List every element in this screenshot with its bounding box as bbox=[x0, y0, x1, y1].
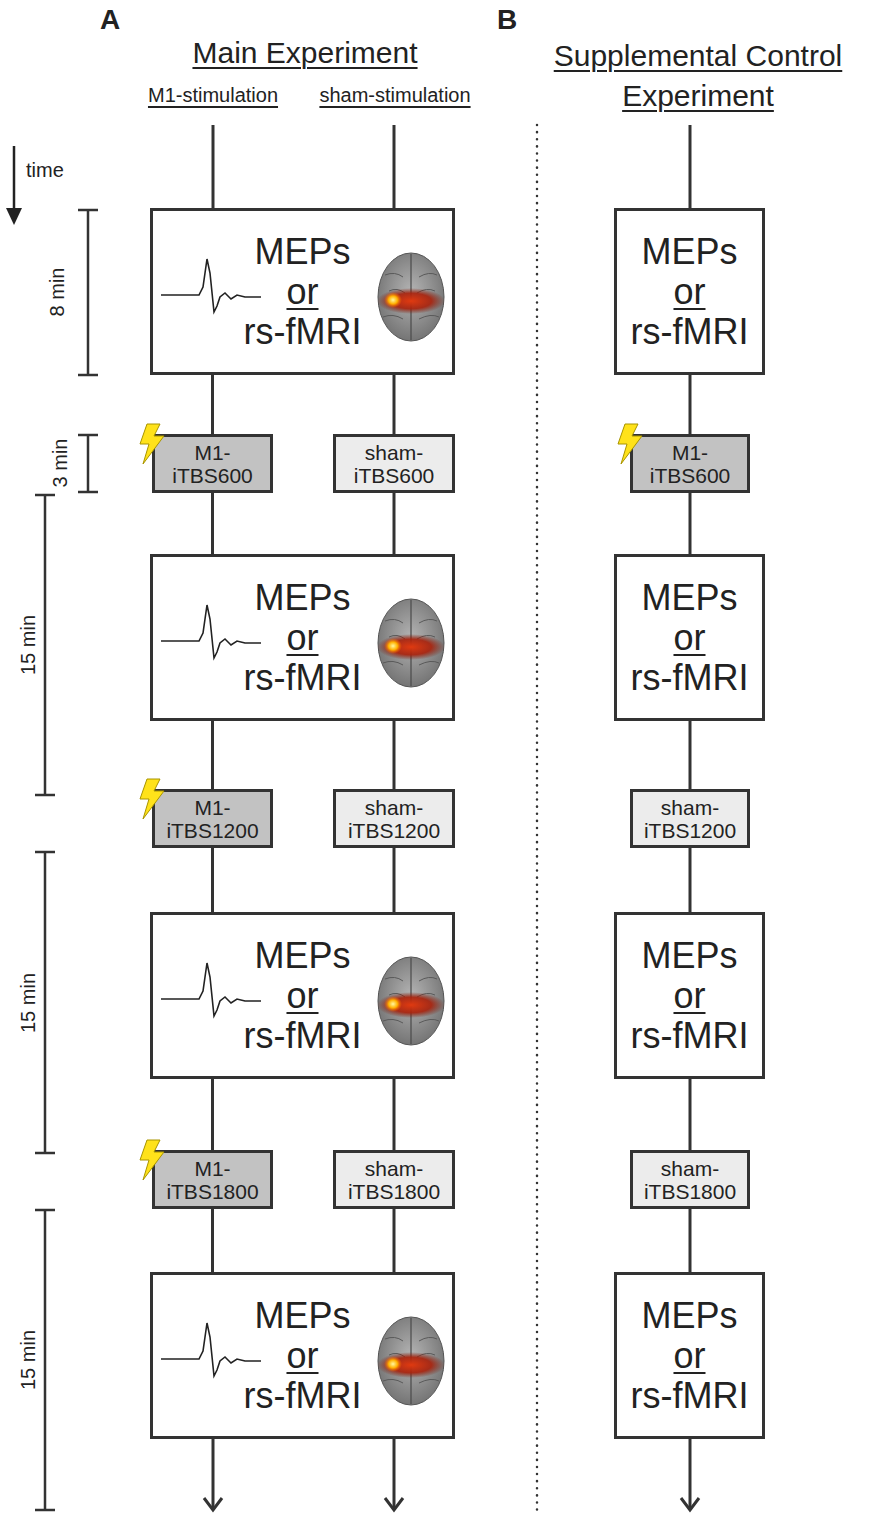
box-text: sham- iTBS1800 bbox=[348, 1157, 440, 1203]
timeline-connector bbox=[394, 721, 395, 789]
duration-label: 3 min bbox=[49, 439, 72, 488]
box-text: MEPs bbox=[641, 578, 737, 618]
stimulation-box: M1- iTBS600 bbox=[630, 434, 750, 493]
box-text: MEPs bbox=[641, 936, 737, 976]
box-text: rs-fMRI bbox=[631, 658, 749, 698]
stimulation-box: M1- iTBS600 bbox=[152, 434, 273, 493]
box-text: MEPs bbox=[254, 232, 350, 272]
timeline-end bbox=[393, 1438, 396, 1510]
timeline-connector bbox=[394, 375, 395, 434]
arrow-head bbox=[204, 1498, 222, 1510]
panel-label: A bbox=[100, 4, 120, 36]
timeline-start bbox=[212, 125, 215, 208]
duration-label: 15 min bbox=[17, 973, 40, 1033]
timeline-connector bbox=[212, 848, 213, 912]
arrow-head bbox=[681, 1498, 699, 1510]
box-text: MEPs bbox=[641, 232, 737, 272]
lightning-bolt bbox=[138, 778, 166, 820]
box-text: or bbox=[673, 618, 705, 658]
measurement-box: MEPsorrs-fMRI bbox=[614, 554, 765, 721]
box-text: rs-fMRI bbox=[244, 312, 362, 352]
timeline-connector bbox=[690, 848, 691, 912]
time-arrow-head bbox=[6, 208, 22, 225]
duration-label: 15 min bbox=[17, 615, 40, 675]
box-text: rs-fMRI bbox=[244, 1376, 362, 1416]
box-text: sham- iTBS1200 bbox=[644, 796, 736, 842]
column-heading: Supplemental Control Experiment bbox=[528, 36, 868, 116]
box-text: M1- iTBS600 bbox=[650, 441, 731, 487]
timeline-connector bbox=[690, 1079, 691, 1150]
timeline-connector bbox=[212, 493, 213, 554]
box-text: rs-fMRI bbox=[631, 1016, 749, 1056]
box-text: MEPs bbox=[641, 1296, 737, 1336]
box-text: or bbox=[673, 272, 705, 312]
box-text: M1- iTBS1200 bbox=[166, 796, 258, 842]
time-arrow bbox=[13, 146, 16, 212]
box-text: rs-fMRI bbox=[631, 312, 749, 352]
box-text: M1- iTBS1800 bbox=[166, 1157, 258, 1203]
timeline-end bbox=[212, 1438, 215, 1510]
column-heading: M1-stimulation bbox=[148, 84, 278, 107]
timeline-connector bbox=[212, 375, 213, 434]
divider-dotted bbox=[536, 125, 539, 1510]
box-text: rs-fMRI bbox=[244, 1016, 362, 1056]
measurement-box: MEPsorrs-fMRI bbox=[150, 208, 455, 375]
timeline-start bbox=[393, 125, 396, 208]
timeline-connector bbox=[394, 1209, 395, 1272]
measurement-box: MEPsorrs-fMRI bbox=[150, 1272, 455, 1439]
timeline-connector bbox=[690, 493, 691, 554]
timeline-connector bbox=[212, 1209, 213, 1272]
box-text: or bbox=[286, 272, 318, 312]
timeline-connector bbox=[212, 721, 213, 789]
column-heading: Main Experiment bbox=[192, 36, 417, 70]
measurement-box: MEPsorrs-fMRI bbox=[614, 1272, 765, 1439]
sham-box: sham- iTBS1800 bbox=[333, 1150, 455, 1209]
sham-box: sham- iTBS1200 bbox=[630, 789, 750, 848]
duration-label: 15 min bbox=[17, 1330, 40, 1390]
box-text: M1- iTBS600 bbox=[172, 441, 253, 487]
timeline-connector bbox=[690, 1209, 691, 1272]
box-text: MEPs bbox=[254, 578, 350, 618]
stimulation-box: M1- iTBS1800 bbox=[152, 1150, 273, 1209]
box-text: or bbox=[286, 618, 318, 658]
timeline-connector bbox=[690, 375, 691, 434]
box-text: or bbox=[673, 976, 705, 1016]
sham-box: sham- iTBS1800 bbox=[630, 1150, 750, 1209]
timeline-connector bbox=[690, 721, 691, 789]
lightning-bolt bbox=[138, 423, 166, 465]
timeline-connector bbox=[394, 1079, 395, 1150]
timeline-connector bbox=[394, 493, 395, 554]
timeline-connector bbox=[212, 1079, 213, 1150]
timeline-end bbox=[689, 1438, 692, 1510]
box-text: rs-fMRI bbox=[244, 658, 362, 698]
timeline-connector bbox=[394, 848, 395, 912]
box-text: or bbox=[286, 1336, 318, 1376]
measurement-box: MEPsorrs-fMRI bbox=[150, 912, 455, 1079]
panel-label: time bbox=[26, 159, 64, 182]
sham-box: sham- iTBS1200 bbox=[333, 789, 455, 848]
box-text: or bbox=[673, 1336, 705, 1376]
box-text: or bbox=[286, 976, 318, 1016]
box-text: sham- iTBS1200 bbox=[348, 796, 440, 842]
arrow-head bbox=[385, 1498, 403, 1510]
panel-label: B bbox=[497, 4, 517, 36]
column-heading: sham-stimulation bbox=[319, 84, 470, 107]
measurement-box: MEPsorrs-fMRI bbox=[150, 554, 455, 721]
duration-label: 8 min bbox=[46, 268, 69, 317]
measurement-box: MEPsorrs-fMRI bbox=[614, 208, 765, 375]
measurement-box: MEPsorrs-fMRI bbox=[614, 912, 765, 1079]
lightning-bolt bbox=[616, 423, 644, 465]
lightning-bolt bbox=[138, 1139, 166, 1181]
box-text: rs-fMRI bbox=[631, 1376, 749, 1416]
sham-box: sham- iTBS600 bbox=[333, 434, 455, 493]
box-text: sham- iTBS600 bbox=[354, 441, 435, 487]
box-text: MEPs bbox=[254, 1296, 350, 1336]
box-text: sham- iTBS1800 bbox=[644, 1157, 736, 1203]
box-text: MEPs bbox=[254, 936, 350, 976]
timeline-start bbox=[689, 125, 692, 208]
time-brackets bbox=[35, 210, 98, 1510]
stimulation-box: M1- iTBS1200 bbox=[152, 789, 273, 848]
